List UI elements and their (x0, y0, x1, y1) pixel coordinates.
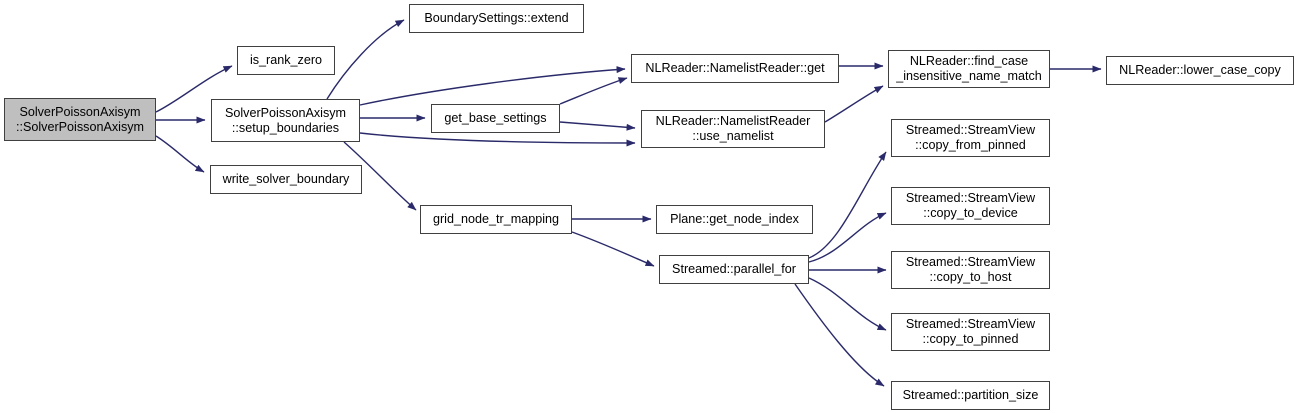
node-nlr_get[interactable]: NLReader::NamelistReader::get (631, 54, 839, 83)
node-grid_node_tr[interactable]: grid_node_tr_mapping (420, 205, 572, 234)
node-is_rank_zero[interactable]: is_rank_zero (237, 46, 335, 75)
node-setup_boundaries[interactable]: SolverPoissonAxisym ::setup_boundaries (211, 99, 360, 142)
edge-setup_boundaries-to-nlr_get (359, 66, 626, 106)
node-plane_get_node[interactable]: Plane::get_node_index (656, 205, 813, 234)
edge-parallel_for-to-copy_from_pinned (808, 151, 887, 259)
node-solver_ctor[interactable]: SolverPoissonAxisym ::SolverPoissonAxisy… (4, 98, 156, 141)
node-nlr_use_namelist[interactable]: NLReader::NamelistReader ::use_namelist (641, 110, 825, 148)
edge-get_base_settings-to-nlr_get (559, 77, 628, 105)
edge-parallel_for-to-copy_to_pinned (808, 277, 887, 331)
edge-setup_boundaries-to-nlr_use_namelist (359, 132, 636, 147)
node-parallel_for[interactable]: Streamed::parallel_for (659, 255, 809, 284)
node-get_base_settings[interactable]: get_base_settings (431, 104, 560, 133)
node-write_solver_bnd[interactable]: write_solver_boundary (210, 165, 362, 194)
edge-solver_ctor-to-write_solver_bnd (155, 135, 205, 173)
edge-parallel_for-to-copy_to_device (808, 212, 887, 263)
node-copy_to_pinned[interactable]: Streamed::StreamView ::copy_to_pinned (891, 313, 1050, 351)
node-partition_size[interactable]: Streamed::partition_size (891, 381, 1050, 410)
edge-grid_node_tr-to-parallel_for (571, 231, 655, 267)
node-bs_extend[interactable]: BoundarySettings::extend (409, 4, 584, 33)
edge-get_base_settings-to-nlr_use_namelist (559, 121, 636, 131)
node-copy_to_device[interactable]: Streamed::StreamView ::copy_to_device (891, 187, 1050, 225)
node-copy_from_pinned[interactable]: Streamed::StreamView ::copy_from_pinned (891, 119, 1050, 157)
node-copy_to_host[interactable]: Streamed::StreamView ::copy_to_host (891, 251, 1050, 289)
node-lower_case_copy[interactable]: NLReader::lower_case_copy (1106, 56, 1294, 85)
edge-setup_boundaries-to-bs_extend (326, 19, 405, 100)
edge-nlr_use_namelist-to-find_case (824, 85, 884, 123)
node-find_case[interactable]: NLReader::find_case _insensitive_name_ma… (888, 50, 1050, 88)
edge-parallel_for-to-partition_size (794, 283, 885, 387)
